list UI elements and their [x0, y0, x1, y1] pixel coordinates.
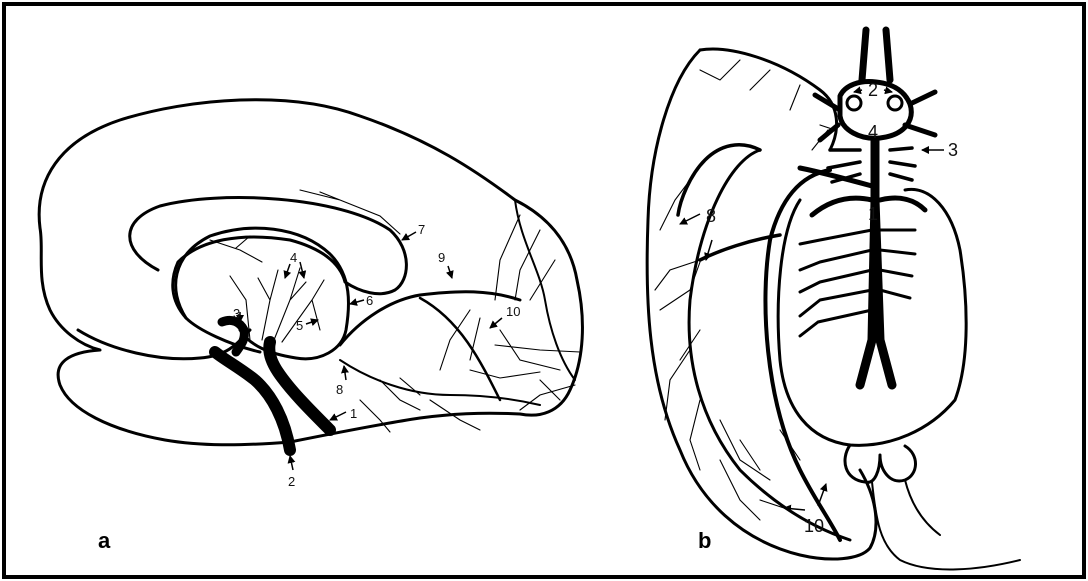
posterior-cerebral [765, 170, 840, 540]
right-ring-vessel [888, 96, 902, 110]
label-a-6: 6 [366, 293, 373, 308]
panel-a-sagittal-hemisphere: 1 2 3 4 5 6 7 8 9 10 a [39, 100, 582, 553]
label-b-8: 8 [706, 206, 716, 226]
lower-branch [340, 360, 540, 405]
panel-a-letter: a [98, 528, 111, 553]
left-ring-vessel [847, 96, 861, 110]
spinal-cord-tail [872, 482, 1020, 569]
figure-frame [4, 4, 1084, 577]
label-a-3: 3 [233, 306, 240, 321]
hemisphere-outline [39, 100, 582, 445]
label-a-5: 5 [296, 318, 303, 333]
frontal-outline [700, 49, 837, 150]
label-b-3: 3 [948, 140, 958, 160]
label-b-2: 2 [868, 80, 878, 100]
label-a-2: 2 [288, 474, 295, 489]
basilar-artery [860, 140, 892, 385]
label-a-10: 10 [506, 304, 520, 319]
label-b-4: 4 [868, 122, 878, 142]
border-vessels [515, 200, 575, 380]
label-b-1: 1 [868, 204, 878, 224]
label-a-4: 4 [290, 250, 297, 265]
calcarine-branch [420, 298, 500, 400]
panel-b-letter: b [698, 528, 711, 553]
label-a-8: 8 [336, 382, 343, 397]
panel-b-ventral-view: 1 2 3 4 8 10 b [647, 30, 1020, 569]
right-edge [905, 480, 940, 535]
temporal-branch [678, 145, 780, 260]
label-a-1: 1 [350, 406, 357, 421]
label-a-7: 7 [418, 222, 425, 237]
label-b-10: 10 [804, 516, 824, 536]
medulla-outline [845, 445, 916, 482]
olfactory-tracts [862, 30, 890, 80]
label-a-9: 9 [438, 250, 445, 265]
corpus-callosum [130, 198, 407, 352]
panel-a-arrows [240, 232, 502, 470]
cerebellar-branches [800, 230, 915, 336]
